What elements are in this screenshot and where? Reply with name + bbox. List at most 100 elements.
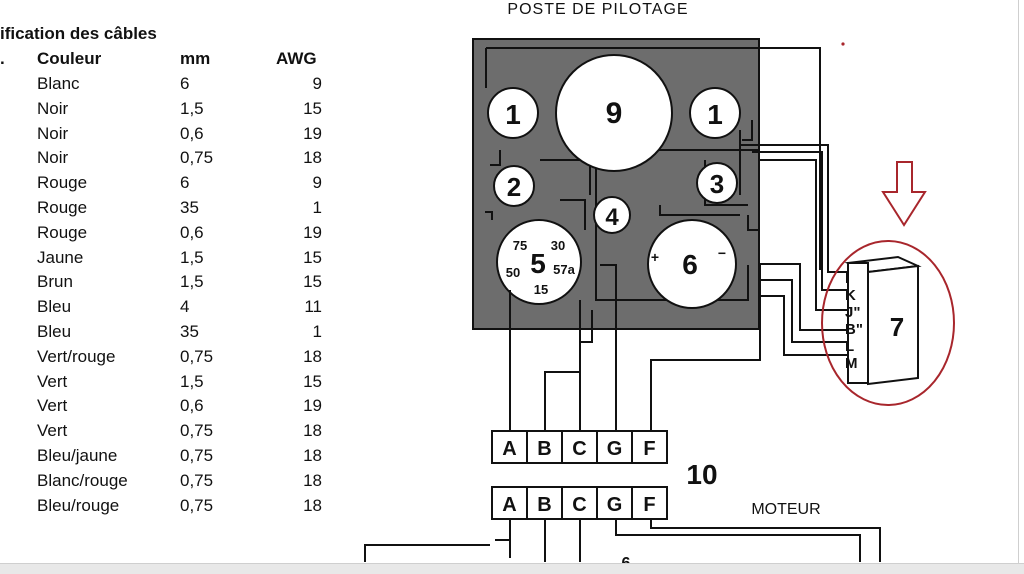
connector-pin-label: A	[502, 494, 516, 516]
gauge-9-label: 9	[606, 97, 623, 130]
table-cell-mm: 1,5	[180, 372, 204, 391]
table-cell-couleur: Bleu	[37, 297, 72, 316]
terminal-57a: 57a	[553, 262, 575, 277]
table-cell-awg: 1	[312, 322, 322, 341]
table-cell-awg: 11	[304, 297, 322, 316]
table-cell-awg: 9	[312, 173, 322, 192]
header-awg: AWG	[276, 49, 317, 68]
highlight-circle	[821, 240, 955, 406]
table-cell-mm: 0,75	[180, 421, 214, 440]
table-cell-mm: 0,6	[180, 396, 204, 415]
table-cell-mm: 0,75	[180, 347, 214, 366]
connector-pin-box	[561, 430, 598, 464]
connector-pin-box	[491, 430, 528, 464]
table-cell-couleur: Rouge	[37, 173, 88, 192]
connector-pin-box	[526, 486, 563, 520]
box-7-pin-label: I	[845, 270, 849, 287]
box-7-label: 7	[890, 312, 904, 342]
box-7-pin-label: L	[845, 338, 854, 355]
terminal-50: 50	[506, 265, 520, 280]
table-cell-awg: 15	[303, 372, 322, 391]
gauge-3: 3	[696, 162, 738, 204]
table-cell-couleur: Blanc/rouge	[37, 471, 128, 490]
table-cell-mm: 0,75	[180, 148, 214, 167]
window-edge	[1018, 0, 1019, 573]
connector-pin-label: F	[643, 494, 655, 516]
header-mm: mm	[180, 49, 211, 68]
table-cell-mm: 4	[180, 297, 190, 316]
table-cell-mm: 6	[180, 173, 190, 192]
connector-pin-box	[631, 430, 668, 464]
table-cell-awg: 15	[303, 272, 322, 291]
table-cell-awg: 19	[303, 124, 322, 143]
table-cell-couleur: Bleu/rouge	[37, 496, 120, 515]
connector-pin-box	[561, 486, 598, 520]
gauge-4-label: 4	[605, 204, 619, 231]
table-cell-awg: 18	[303, 421, 322, 440]
gauge-6-minus: −	[718, 245, 726, 261]
gauge-3-label: 3	[710, 169, 724, 199]
terminal-30: 30	[551, 238, 565, 253]
connector-pin-label: B	[537, 438, 551, 460]
header-num: .	[0, 49, 5, 68]
table-cell-awg: 9	[312, 74, 322, 93]
table-cell-mm: 1,5	[180, 248, 204, 267]
table-title: ification des câbles	[0, 24, 157, 43]
table-cell-couleur: Blanc	[37, 74, 80, 93]
table-cell-mm: 1,5	[180, 272, 204, 291]
table-cell-mm: 35	[180, 198, 199, 217]
table-cell-awg: 15	[303, 248, 322, 267]
gauge-4: 4	[593, 196, 631, 234]
table-cell-couleur: Rouge	[37, 223, 88, 242]
connector-pin-label: F	[643, 438, 655, 460]
table-cell-mm: 0,75	[180, 496, 214, 515]
box-7-pin-label: M	[845, 355, 858, 372]
table-cell-couleur: Bleu	[37, 322, 72, 341]
connector-pin-label: B	[537, 494, 551, 516]
table-cell-couleur: Jaune	[37, 248, 84, 267]
table-cell-couleur: Vert	[37, 372, 68, 391]
table-cell-awg: 18	[303, 347, 322, 366]
gauge-9: 9	[555, 54, 673, 172]
table-cell-mm: 0,6	[180, 124, 204, 143]
gauge-2-label: 2	[507, 172, 521, 202]
table-cell-awg: 15	[303, 99, 322, 118]
moteur-label: MOTEUR	[751, 501, 820, 518]
connector-pin-label: C	[572, 494, 586, 516]
table-cell-mm: 0,6	[180, 223, 204, 242]
table-cell-couleur: Rouge	[37, 198, 88, 217]
gauge-6-plus: +	[651, 249, 659, 265]
table-cell-couleur: Brun	[37, 272, 73, 291]
connector-pin-box	[631, 486, 668, 520]
table-cell-mm: 35	[180, 322, 199, 341]
table-cell-awg: 19	[303, 223, 322, 242]
horizontal-scrollbar[interactable]	[0, 563, 1024, 574]
box-7-pin-label: B"	[845, 321, 863, 338]
table-cell-couleur: Bleu/jaune	[37, 446, 118, 465]
header-couleur: Couleur	[37, 49, 102, 68]
table-cell-awg: 18	[303, 471, 322, 490]
gauge-1-left-label: 1	[505, 99, 521, 130]
gauge-1-left: 1	[487, 87, 539, 139]
terminal-15: 15	[534, 282, 548, 297]
terminal-75: 75	[513, 238, 527, 253]
box-7-pin-label: K	[845, 287, 856, 304]
table-cell-mm: 6	[180, 74, 190, 93]
connector-pin-label: C	[572, 438, 586, 460]
switch-5-label: 5	[530, 248, 546, 279]
table-cell-couleur: Noir	[37, 99, 69, 118]
table-cell-couleur: Vert/rouge	[37, 347, 116, 366]
table-cell-awg: 18	[303, 148, 322, 167]
gauge-1-right: 1	[689, 87, 741, 139]
harness-wires	[364, 144, 881, 562]
diagram-title: POSTE DE PILOTAGE	[507, 1, 688, 18]
gauge-1-right-label: 1	[707, 99, 723, 130]
arrow-down-icon	[881, 161, 927, 227]
table-cell-awg: 18	[303, 446, 322, 465]
table-cell-mm: 0,75	[180, 471, 214, 490]
ignition-switch-5: 5 75 30 50 57a 15	[496, 219, 582, 305]
red-dot	[841, 42, 845, 46]
table-cell-mm: 0,75	[180, 446, 214, 465]
connector-pin-label: G	[607, 438, 623, 460]
